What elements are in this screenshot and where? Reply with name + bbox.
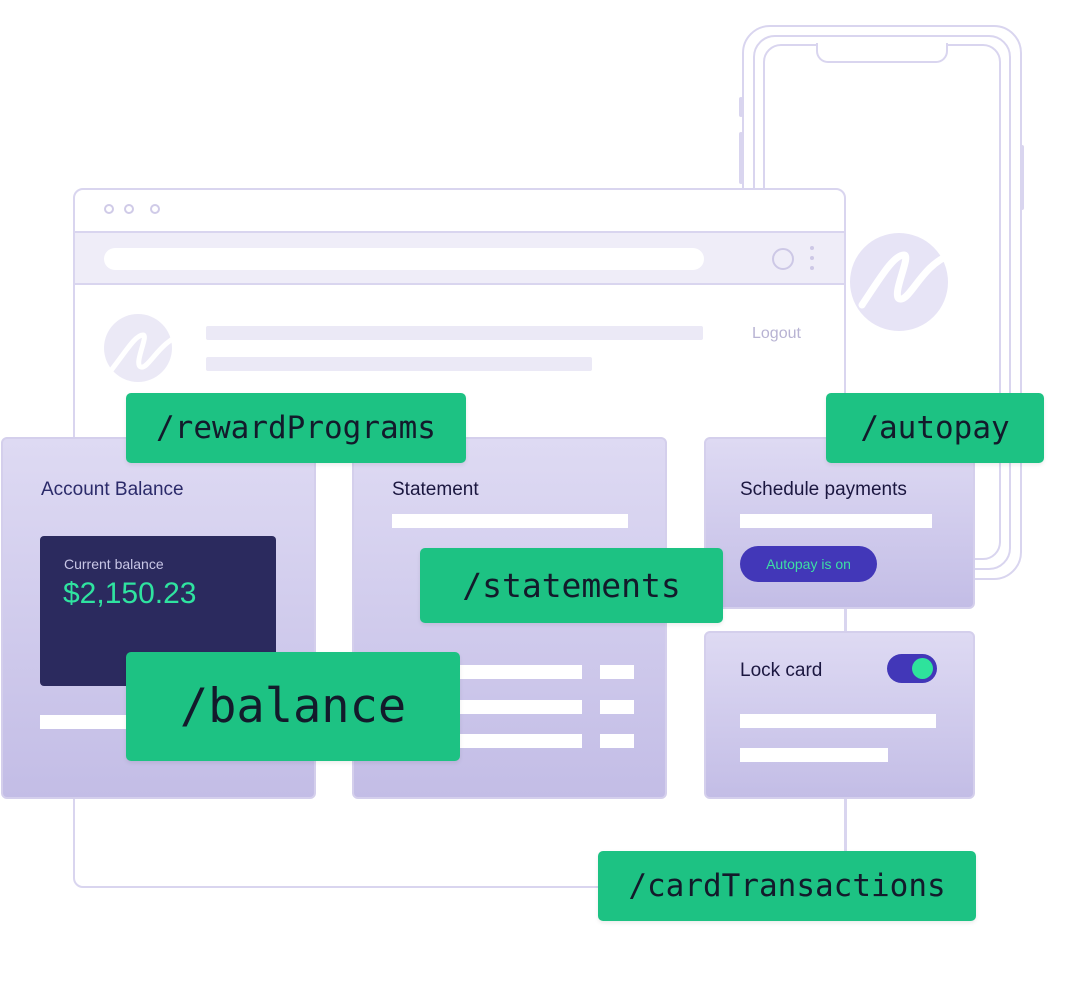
statement-row-line xyxy=(440,734,582,748)
statement-row-amount xyxy=(600,700,634,714)
statement-placeholder-line xyxy=(392,514,628,528)
profile-circle-icon[interactable] xyxy=(772,248,794,270)
current-balance-value: $2,150.23 xyxy=(63,577,197,610)
account-balance-title: Account Balance xyxy=(41,479,184,500)
endpoint-tag-autopay: /autopay xyxy=(826,393,1044,463)
statement-row-line xyxy=(440,665,582,679)
window-control-icon[interactable] xyxy=(124,204,134,214)
brand-logo-icon xyxy=(850,233,954,331)
brand-logo-icon xyxy=(104,314,188,382)
connector-line xyxy=(845,796,847,852)
endpoint-tag-card-transactions: /cardTransactions xyxy=(598,851,976,921)
statement-row-amount xyxy=(600,665,634,679)
window-control-icon[interactable] xyxy=(104,204,114,214)
window-control-icon[interactable] xyxy=(150,204,160,214)
phone-notch xyxy=(816,43,948,63)
address-bar[interactable] xyxy=(104,248,704,270)
logout-link[interactable]: Logout xyxy=(752,325,801,342)
schedule-payments-title: Schedule payments xyxy=(740,479,907,500)
balance-placeholder-line xyxy=(40,715,140,729)
current-balance-label: Current balance xyxy=(64,556,164,572)
header-placeholder-line xyxy=(206,357,592,371)
endpoint-tag-statements: /statements xyxy=(420,548,723,623)
schedule-placeholder-line xyxy=(740,514,932,528)
menu-dot-icon[interactable] xyxy=(810,266,814,270)
statement-row-amount xyxy=(600,734,634,748)
endpoint-tag-balance: /balance xyxy=(126,652,460,761)
toggle-knob xyxy=(912,658,933,679)
header-placeholder-line xyxy=(206,326,703,340)
endpoint-tag-reward-programs: /rewardPrograms xyxy=(126,393,466,463)
lock-placeholder-line xyxy=(740,748,888,762)
menu-dot-icon[interactable] xyxy=(810,246,814,250)
autopay-status-button[interactable]: Autopay is on xyxy=(740,546,877,582)
menu-dot-icon[interactable] xyxy=(810,256,814,260)
statement-title: Statement xyxy=(392,479,479,500)
phone-side-button xyxy=(1020,145,1024,210)
statement-row-line xyxy=(440,700,582,714)
connector-line xyxy=(845,600,847,635)
lock-placeholder-line xyxy=(740,714,936,728)
phone-side-button xyxy=(739,97,743,117)
lock-card-title: Lock card xyxy=(740,660,823,681)
phone-side-button xyxy=(739,132,743,184)
